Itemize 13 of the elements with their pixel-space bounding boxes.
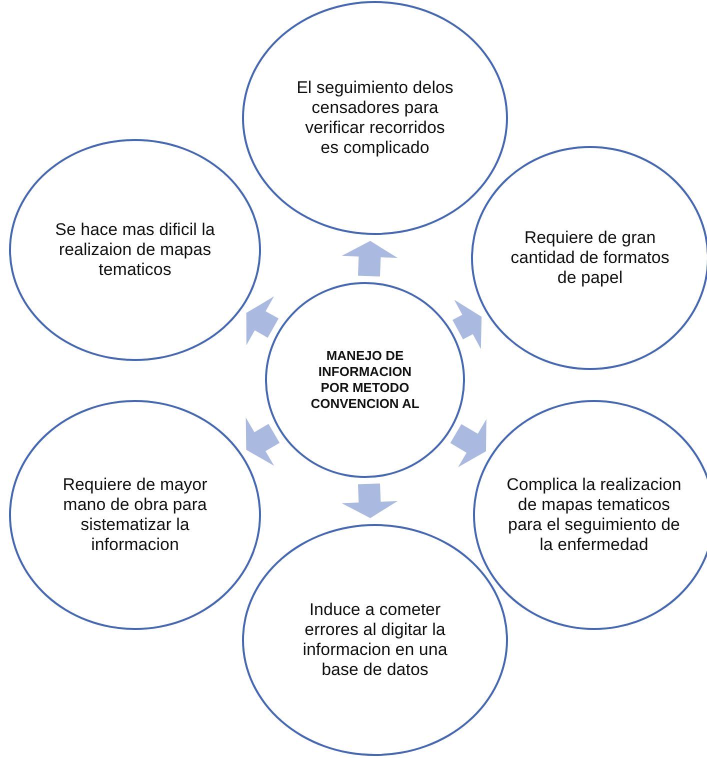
center-title: MANEJO DE INFORMACION POR METODO CONVENCION AL xyxy=(310,348,420,412)
circle-text: Induce a cometer errores al digitar la informacion en una base de datos xyxy=(302,600,448,680)
block-arrow xyxy=(342,240,398,276)
circle-text: Complica la realizacion de mapas tematicos para el seguimiento de la enfermedad xyxy=(506,475,682,555)
circle-text: Requiere de mayor mano de obra para sistematizar la informacion xyxy=(62,475,208,555)
block-arrow xyxy=(452,300,482,349)
circle-text: Se hace mas dificil la realizaion de mapas tematicos xyxy=(54,220,216,280)
block-arrow xyxy=(246,296,279,346)
circle-text: El seguimiento delos censadores para verificar recorridos es complicado xyxy=(296,78,454,158)
block-arrow xyxy=(342,484,398,518)
block-arrow xyxy=(450,419,486,468)
block-arrow xyxy=(246,418,280,466)
circle-text: Requiere de gran cantidad de formatos de papel xyxy=(510,228,670,288)
